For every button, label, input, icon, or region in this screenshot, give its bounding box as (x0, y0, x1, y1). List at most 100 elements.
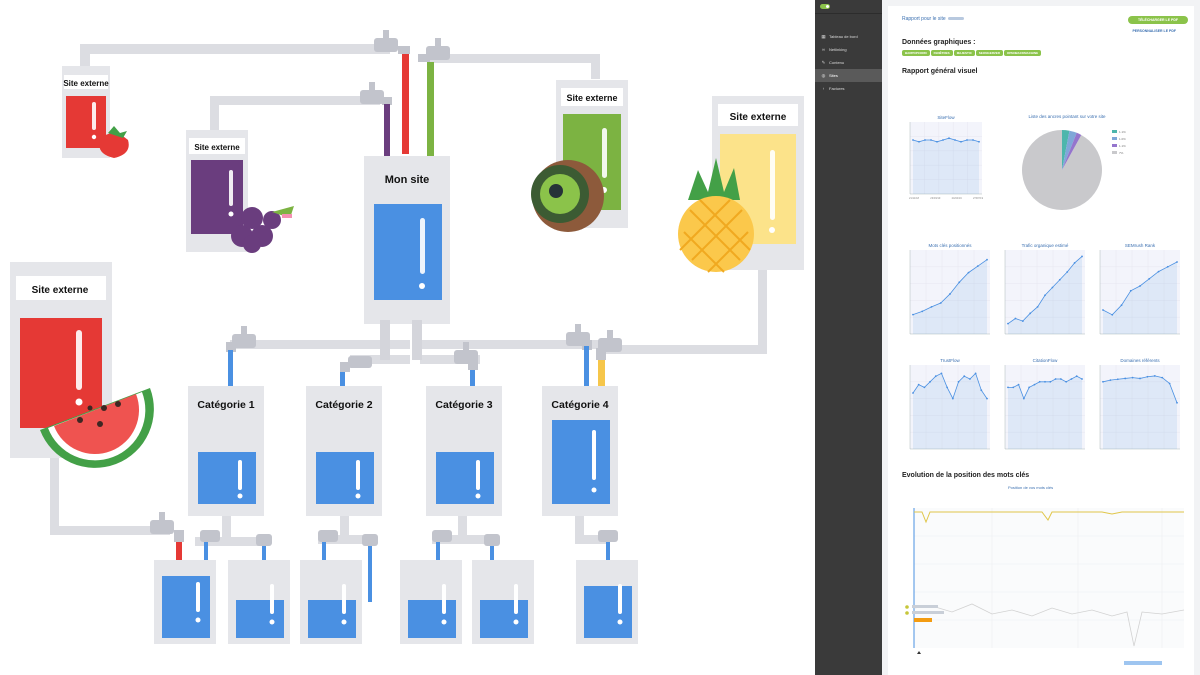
chip-source[interactable]: SEONGERVER (975, 50, 1003, 56)
report-title: Rapport pour le site (902, 16, 964, 22)
range-slider[interactable] (1124, 661, 1162, 665)
sidebar-item-sites[interactable]: ◍ Sites (815, 69, 882, 82)
download-pdf-button[interactable]: TÉLÉCHARGER LE PDF (1127, 16, 1188, 24)
chart-data-point (1051, 286, 1054, 289)
chart-title: Mots clés positionnés (928, 243, 972, 248)
chart-data-point (1054, 378, 1057, 380)
external-site-kiwi: Site externe (531, 80, 628, 232)
chart-data-point (1075, 375, 1078, 378)
chart-data-point (1131, 376, 1134, 379)
chip-source[interactable]: BARPOPCORN (902, 50, 930, 56)
category-box-3: Catégorie 3 (426, 386, 502, 516)
chart-data-point (912, 392, 914, 394)
chart-data-point (957, 380, 960, 383)
chart-area-fill (1103, 375, 1177, 449)
chart-data-point (912, 139, 914, 141)
chart-data-point (1044, 380, 1046, 383)
keywords-line-1 (914, 511, 1184, 524)
logo-toggle-icon (820, 4, 830, 9)
chart-plot-area (910, 365, 990, 449)
chart-title: Liste des ancres pointant sur votre site (1028, 114, 1106, 119)
svg-text:Catégorie 4: Catégorie 4 (551, 399, 608, 411)
chart-data-point (948, 137, 950, 140)
chart-data-point (974, 372, 977, 375)
sidebar-item-invoices[interactable]: ‹ Factures (822, 86, 845, 91)
category-box-2: Catégorie 2 (306, 386, 382, 516)
pie-legend-label: 1.1% (1119, 130, 1126, 134)
customize-pdf-link[interactable]: PERSONNALISER LE PDF (1132, 29, 1176, 33)
chart-series-line (912, 372, 988, 400)
keywords-grid (914, 508, 1184, 648)
keywords-section-title: Evolution de la position des mots clés (902, 472, 1030, 479)
chart-data-point (1102, 309, 1104, 311)
chart-data-point (1014, 317, 1017, 320)
chart-tick-label: 23/03/19 (930, 196, 941, 200)
svg-text:Site externe: Site externe (730, 112, 787, 123)
chart-data-point (1038, 380, 1041, 383)
pie-slice (1062, 132, 1082, 170)
chart-data-point (1036, 305, 1039, 308)
pie-legend-label: 1.1% (1119, 144, 1126, 148)
chart-data-point (923, 386, 926, 389)
chart-title: SEMrush Rank (1125, 243, 1156, 248)
chip-source[interactable]: MAJESTIC (953, 50, 975, 56)
svg-text:Catégorie 2: Catégorie 2 (315, 399, 372, 411)
pie-legend-label: 1.0% (1119, 137, 1126, 141)
chart-data-point (1070, 378, 1073, 380)
chart-data-point (1029, 312, 1032, 315)
chart-plot-area (910, 122, 982, 194)
chart-data-point (966, 139, 968, 141)
chart-data-point (929, 380, 931, 383)
chip-source[interactable]: FENÊTRES (930, 50, 953, 56)
chart-title: TrustFlow (940, 358, 960, 363)
chart-data-point (958, 281, 961, 284)
chart-data-point (1157, 270, 1160, 273)
chart-data-point (978, 140, 980, 143)
chart-data-point (917, 383, 920, 386)
visual-section-title: Rapport général visuel (902, 68, 978, 75)
chart-data-point (1044, 294, 1046, 297)
svg-text:Site externe: Site externe (194, 143, 240, 152)
chart-area-fill (1103, 262, 1177, 334)
keywords-line-2 (913, 603, 1185, 647)
chart-data-point (972, 139, 974, 141)
report-app: ▦ Tableau de bord ∞ Netlinking ✎ Contenu… (815, 0, 1200, 675)
chart-data-point (1153, 375, 1156, 377)
pencil-icon: ✎ (821, 59, 826, 65)
chart-data-point (1007, 322, 1009, 325)
chart-series-line (912, 137, 980, 143)
legend-blur-2 (912, 611, 944, 614)
chart-data-point (967, 271, 970, 274)
report-panel: Rapport pour le site TÉLÉCHARGER LE PDF … (888, 6, 1194, 675)
keywords-plot-background (914, 508, 1184, 648)
chart-data-point (1021, 320, 1024, 322)
chart-data-point (1139, 285, 1141, 287)
chart-data-point (924, 139, 926, 141)
chart-data-point (1146, 375, 1149, 378)
chart-data-point (939, 302, 942, 304)
chart-data-point (1012, 386, 1015, 389)
chart-area-fill (913, 138, 979, 194)
chart-data-point (1081, 378, 1083, 380)
sidebar-item-netlinking[interactable]: ∞ Netlinking (821, 47, 847, 52)
chart-data-point (1139, 377, 1141, 380)
sidebar: ▦ Tableau de bord ∞ Netlinking ✎ Contenu… (815, 0, 882, 675)
link-icon: ∞ (821, 47, 826, 52)
svg-text:Catégorie 3: Catégorie 3 (435, 399, 492, 411)
legend-dot-1 (905, 605, 909, 609)
svg-text:Site externe: Site externe (566, 93, 617, 103)
chip-source[interactable]: OPENBACKMACHINE (1003, 50, 1042, 56)
external-site-watermelon: Site externe (10, 262, 154, 468)
pie-slice (1062, 130, 1070, 170)
sidebar-item-dashboard[interactable]: ▦ Tableau de bord (821, 33, 858, 40)
data-section-title: Données graphiques : (902, 39, 976, 46)
category-box-4: Catégorie 4 (542, 386, 618, 516)
sidebar-item-content[interactable]: ✎ Contenu (821, 59, 845, 66)
chart-title: SiteFlow (937, 115, 955, 120)
keywords-chart-subtitle: Position de vos mots clés (1008, 485, 1054, 490)
chart-title: CitationFlow (1033, 358, 1059, 363)
legend-dot-2 (905, 611, 909, 615)
brand-logo (815, 0, 882, 14)
caret-up-icon (917, 651, 921, 654)
external-site-pineapple: Site externe (678, 96, 804, 273)
